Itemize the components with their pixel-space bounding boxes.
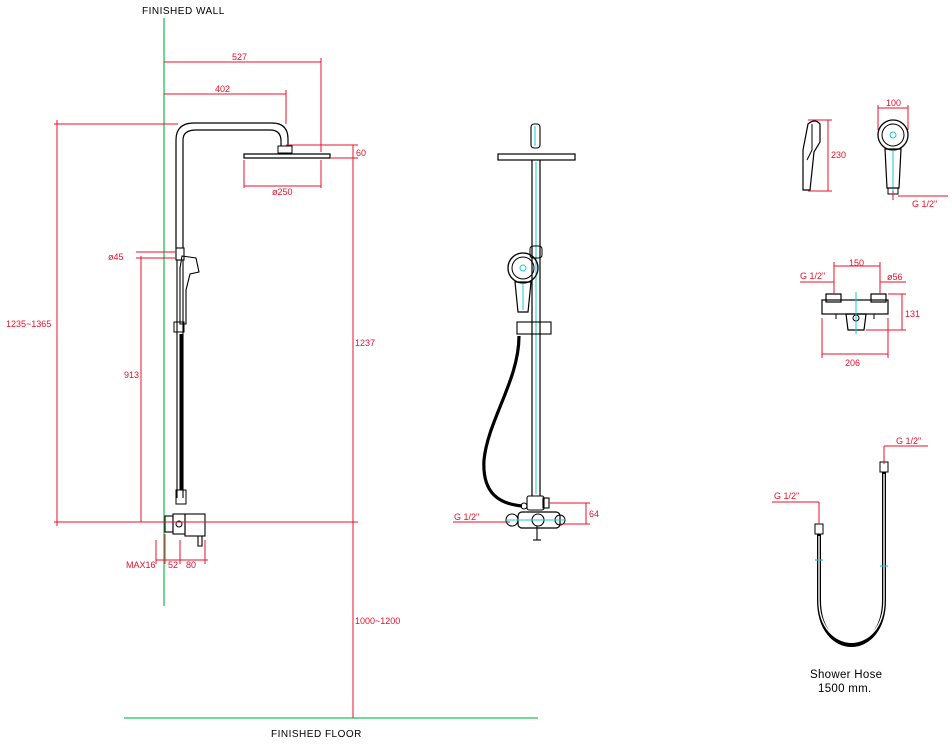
dim-max16: MAX16 bbox=[126, 560, 156, 570]
reference-lines: FINISHED WALL FINISHED FLOOR bbox=[124, 6, 538, 740]
front-dim-g12: G 1/2" bbox=[454, 512, 479, 522]
mixer-dim-206: 206 bbox=[845, 358, 860, 368]
hose-dim-g12-left: G 1/2" bbox=[774, 491, 799, 501]
dim-402: 402 bbox=[215, 84, 230, 94]
dim-913: 913 bbox=[124, 370, 139, 380]
dim-1237: 1237 bbox=[355, 338, 375, 348]
hose-title-line2: 1500 mm. bbox=[818, 683, 872, 695]
front-view-shower-column bbox=[482, 123, 576, 541]
mixer-dim-g12: G 1/2" bbox=[800, 271, 825, 281]
dim-52: 52 bbox=[168, 560, 178, 570]
dim-527: 527 bbox=[232, 52, 247, 62]
hand-shower-detail: 230 100 G 1/2" bbox=[802, 98, 948, 209]
dim-45: ø45 bbox=[108, 252, 124, 262]
hand-dim-100: 100 bbox=[886, 98, 901, 108]
hand-dim-230: 230 bbox=[831, 150, 846, 160]
side-view-shower-column bbox=[164, 122, 331, 547]
front-dim-64: 64 bbox=[589, 509, 599, 519]
side-view-dimensions: 527 402 60 ø250 1237 1000~1200 1235~1365… bbox=[6, 52, 400, 718]
front-view-dimensions: G 1/2" 64 bbox=[453, 502, 599, 525]
dim-80: 80 bbox=[186, 560, 196, 570]
dim-1000-1200: 1000~1200 bbox=[355, 616, 400, 626]
hand-dim-g12: G 1/2" bbox=[912, 199, 937, 209]
mixer-dim-150: 150 bbox=[849, 258, 864, 268]
finished-floor-label: FINISHED FLOOR bbox=[271, 729, 362, 740]
mixer-detail: 150 G 1/2" ø56 131 206 bbox=[800, 258, 920, 368]
mixer-dim-56: ø56 bbox=[887, 272, 903, 282]
hose-title-line1: Shower Hose bbox=[810, 669, 882, 681]
hose-dim-g12-top: G 1/2" bbox=[896, 436, 921, 446]
dim-60: 60 bbox=[356, 148, 366, 158]
dim-250: ø250 bbox=[272, 187, 293, 197]
finished-wall-label: FINISHED WALL bbox=[142, 6, 225, 17]
mixer-dim-131: 131 bbox=[905, 309, 920, 319]
dim-1235-1365: 1235~1365 bbox=[6, 319, 51, 329]
hose-detail: G 1/2" G 1/2" Shower Hose 1500 mm. bbox=[772, 436, 928, 695]
